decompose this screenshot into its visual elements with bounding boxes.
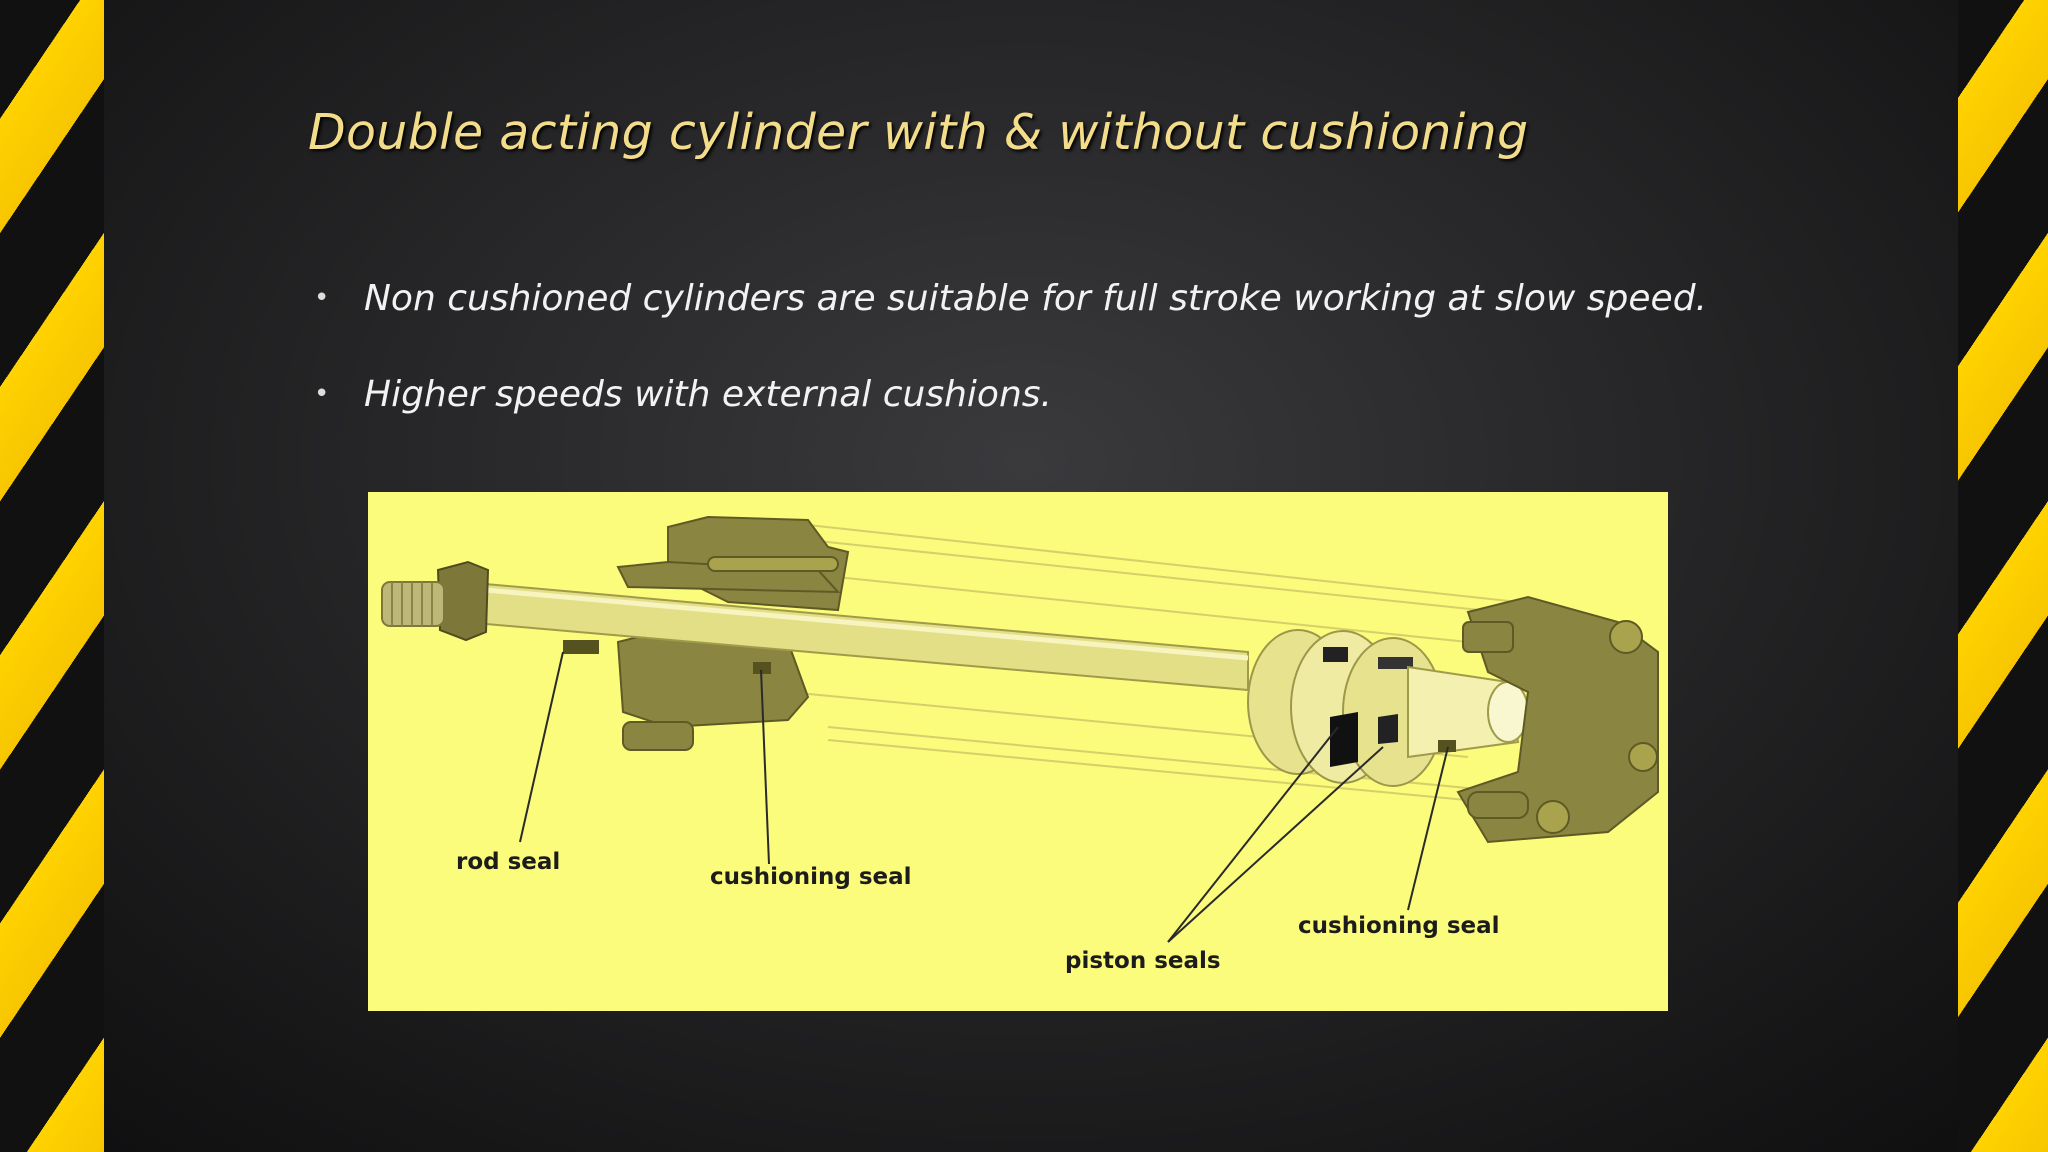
bullet-list: • Non cushioned cylinders are suitable f… [314,278,1707,470]
hazard-stripes-right [1958,0,2048,1152]
rod-nut [381,560,490,642]
bullet-item: • Higher speeds with external cushions. [314,374,1707,415]
piston-rod [462,580,1249,692]
rear-end-cap [1456,595,1659,844]
barrel-outline [787,524,1519,803]
seal-marks [563,640,1456,752]
bullet-marker: • [314,379,330,409]
piston [1247,629,1444,787]
bullet-text: Higher speeds with external cushions. [364,374,1052,415]
cushioning-seal-left-label: cushioning seal [710,864,912,890]
cylinder-diagram: rod seal cushioning seal piston seals cu… [368,492,1668,1011]
bullet-text: Non cushioned cylinders are suitable for… [364,278,1707,319]
bullet-item: • Non cushioned cylinders are suitable f… [314,278,1707,319]
cushioning-spear [1407,665,1529,759]
leader-lines [519,651,1449,943]
bullet-marker: • [314,283,330,313]
slide-title: Double acting cylinder with & without cu… [308,104,1529,161]
piston-seals-label: piston seals [1065,948,1221,974]
hazard-stripes-left [0,0,104,1152]
cylinder-illustration [381,515,1659,943]
rod-seal-label: rod seal [456,849,561,875]
cushioning-seal-right-label: cushioning seal [1298,913,1500,939]
